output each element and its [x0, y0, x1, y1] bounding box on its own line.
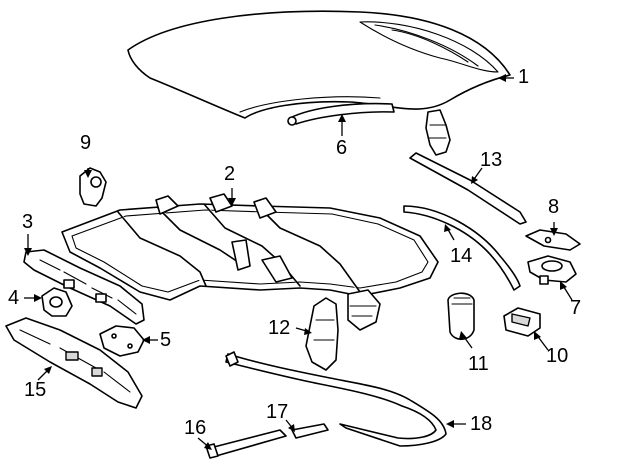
callout-7: 7	[570, 297, 582, 319]
callout-15: 15	[24, 379, 47, 401]
callout-16: 16	[184, 417, 207, 439]
rail-strip-part	[409, 152, 527, 225]
hinge-rail-part	[23, 249, 145, 325]
callout-8: 8	[548, 196, 560, 218]
callout-11: 11	[468, 353, 489, 375]
top-cover-part	[127, 10, 511, 156]
clip-part	[79, 167, 107, 207]
tension-bracket-part	[305, 297, 339, 371]
callout-10: 10	[546, 345, 569, 367]
side-weatherstrip-part	[403, 205, 521, 291]
stop-block-part	[503, 307, 541, 337]
callout-2: 2	[224, 163, 236, 185]
callout-18: 18	[470, 413, 493, 435]
callout-4: 4	[8, 287, 20, 309]
callout-5: 5	[160, 329, 172, 351]
callout-9: 9	[80, 132, 92, 154]
callout-1: 1	[518, 66, 530, 88]
long-seal-part	[205, 429, 287, 459]
callout-17: 17	[266, 401, 289, 423]
callout-13: 13	[480, 149, 503, 171]
perimeter-seal-part	[225, 351, 447, 447]
mount-bracket-part	[41, 287, 73, 317]
callout-3: 3	[22, 211, 34, 233]
bumper-part	[447, 292, 475, 341]
latch-plate-part	[525, 229, 581, 251]
lock-part	[527, 255, 577, 285]
cover-plate-part	[99, 325, 145, 357]
cover-seal-part	[287, 102, 395, 126]
top-frame-part	[61, 193, 439, 331]
leader-lines	[24, 74, 573, 450]
callout-12: 12	[268, 317, 291, 339]
lower-panel-part	[5, 317, 143, 409]
short-seal-part	[291, 423, 329, 439]
callout-14: 14	[450, 245, 473, 267]
callout-6: 6	[336, 137, 348, 159]
